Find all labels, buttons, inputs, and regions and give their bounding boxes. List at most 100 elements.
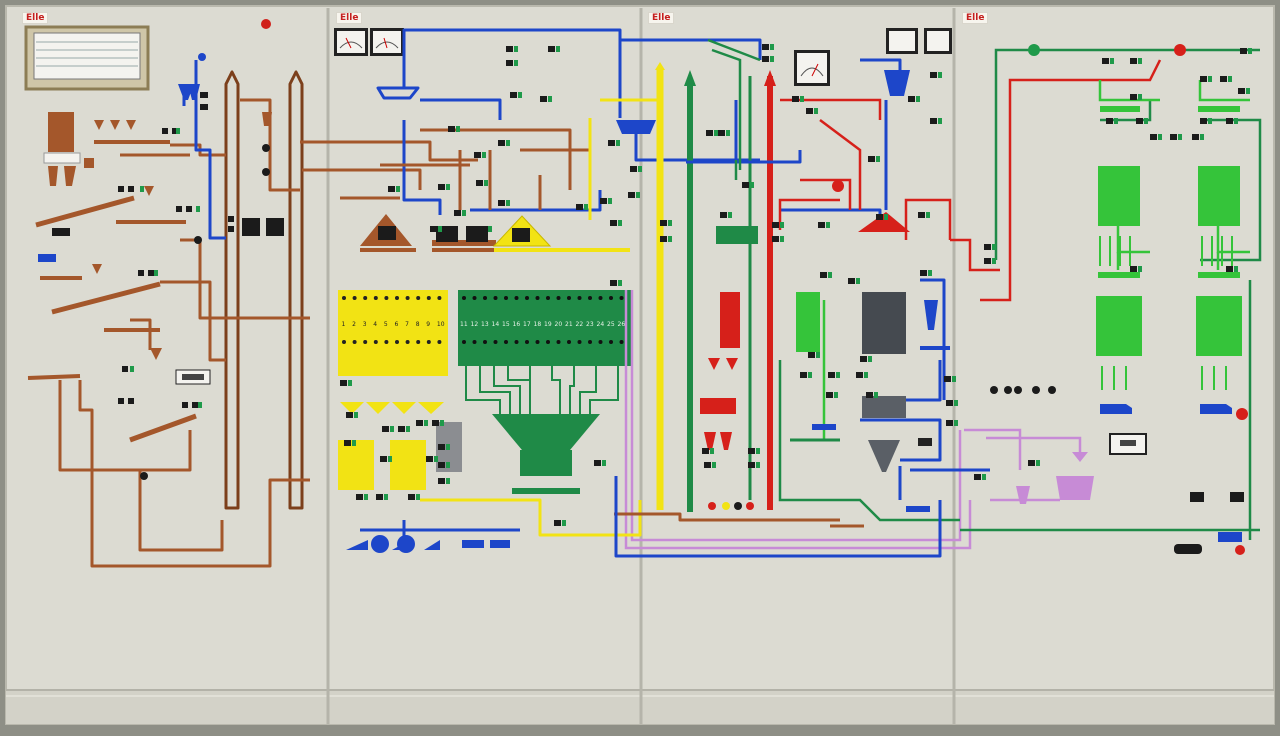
switch-indicator[interactable] <box>430 226 437 232</box>
switch-indicator[interactable] <box>506 46 513 52</box>
switch-indicator[interactable] <box>918 212 925 218</box>
status-led <box>800 96 804 102</box>
switch-indicator[interactable] <box>498 140 505 146</box>
switch-indicator[interactable] <box>608 140 615 146</box>
switch-indicator[interactable] <box>944 376 951 382</box>
switch-indicator[interactable] <box>432 420 439 426</box>
switch-indicator[interactable] <box>820 272 827 278</box>
switch-indicator[interactable] <box>600 198 607 204</box>
switch-indicator[interactable] <box>548 46 555 52</box>
switch-indicator[interactable] <box>1226 118 1233 124</box>
switch-indicator[interactable] <box>920 270 927 276</box>
switch-indicator[interactable] <box>398 426 405 432</box>
switch-indicator[interactable] <box>974 474 981 480</box>
switch-indicator[interactable] <box>828 372 835 378</box>
status-led <box>928 270 932 276</box>
switch-indicator[interactable] <box>438 478 445 484</box>
switch-indicator[interactable] <box>876 214 883 220</box>
switch-indicator[interactable] <box>454 210 461 216</box>
switch-indicator[interactable] <box>718 130 725 136</box>
switch-indicator[interactable] <box>576 204 583 210</box>
switch-indicator[interactable] <box>426 456 433 462</box>
switch-indicator[interactable] <box>946 420 953 426</box>
switch-indicator[interactable] <box>818 222 825 228</box>
switch-indicator[interactable] <box>1170 134 1177 140</box>
yellow-bin-number: 6 <box>395 321 399 328</box>
switch-indicator[interactable] <box>476 180 483 186</box>
switch-indicator[interactable] <box>630 166 637 172</box>
switch-indicator[interactable] <box>984 244 991 250</box>
switch-indicator[interactable] <box>742 182 749 188</box>
switch-indicator[interactable] <box>762 44 769 50</box>
switch-indicator[interactable] <box>438 444 445 450</box>
switch-indicator[interactable] <box>1220 76 1227 82</box>
switch-indicator[interactable] <box>792 96 799 102</box>
switch-indicator[interactable] <box>868 156 875 162</box>
switch-indicator[interactable] <box>946 400 953 406</box>
switch-indicator[interactable] <box>1130 266 1137 272</box>
switch-indicator[interactable] <box>930 72 937 78</box>
switch-indicator[interactable] <box>610 280 617 286</box>
switch-indicator[interactable] <box>660 220 667 226</box>
switch-indicator[interactable] <box>448 126 455 132</box>
switch-indicator[interactable] <box>356 494 363 500</box>
switch-indicator[interactable] <box>772 222 779 228</box>
switch-indicator[interactable] <box>720 212 727 218</box>
switch-indicator[interactable] <box>1150 134 1157 140</box>
switch-indicator[interactable] <box>1240 48 1247 54</box>
switch-indicator[interactable] <box>772 236 779 242</box>
switch-indicator[interactable] <box>610 220 617 226</box>
switch-indicator[interactable] <box>1028 460 1035 466</box>
switch-indicator[interactable] <box>748 448 755 454</box>
switch-indicator[interactable] <box>848 278 855 284</box>
switch-indicator[interactable] <box>908 96 915 102</box>
switch-indicator[interactable] <box>628 192 635 198</box>
switch-indicator[interactable] <box>856 372 863 378</box>
switch-indicator[interactable] <box>1226 266 1233 272</box>
switch-indicator[interactable] <box>1106 118 1113 124</box>
switch-indicator[interactable] <box>382 426 389 432</box>
switch-indicator[interactable] <box>808 352 815 358</box>
switch-indicator[interactable] <box>594 460 601 466</box>
switch-indicator[interactable] <box>1192 134 1199 140</box>
switch-indicator[interactable] <box>748 462 755 468</box>
switch-indicator[interactable] <box>860 356 867 362</box>
switch-indicator[interactable] <box>930 118 937 124</box>
switch-indicator[interactable] <box>1200 118 1207 124</box>
switch-indicator[interactable] <box>498 200 505 206</box>
switch-indicator[interactable] <box>340 380 347 386</box>
switch-indicator[interactable] <box>1200 76 1207 82</box>
switch-indicator[interactable] <box>660 236 667 242</box>
switch-indicator[interactable] <box>346 412 353 418</box>
switch-indicator[interactable] <box>554 520 561 526</box>
switch-indicator[interactable] <box>806 108 813 114</box>
switch-indicator[interactable] <box>416 420 423 426</box>
switch-indicator[interactable] <box>800 372 807 378</box>
switch-indicator[interactable] <box>984 258 991 264</box>
switch-indicator[interactable] <box>1130 58 1137 64</box>
switch-indicator[interactable] <box>506 60 513 66</box>
switch-indicator[interactable] <box>540 96 547 102</box>
switch-indicator[interactable] <box>408 494 415 500</box>
switch-indicator[interactable] <box>1136 118 1143 124</box>
switch-indicator[interactable] <box>388 186 395 192</box>
gauge-group-section2 <box>334 28 404 56</box>
switch-indicator[interactable] <box>480 226 487 232</box>
switch-indicator[interactable] <box>866 392 873 398</box>
switch-indicator[interactable] <box>380 456 387 462</box>
switch-indicator[interactable] <box>438 184 445 190</box>
switch-indicator[interactable] <box>706 130 713 136</box>
switch-indicator[interactable] <box>704 462 711 468</box>
switch-indicator[interactable] <box>438 462 445 468</box>
switch-indicator[interactable] <box>474 152 481 158</box>
switch-indicator[interactable] <box>826 392 833 398</box>
switch-indicator[interactable] <box>702 448 709 454</box>
switch-indicator[interactable] <box>510 92 517 98</box>
switch-indicator[interactable] <box>376 494 383 500</box>
switch-indicator[interactable] <box>1102 58 1109 64</box>
status-led <box>434 456 438 462</box>
switch-indicator[interactable] <box>344 440 351 446</box>
switch-indicator[interactable] <box>762 56 769 62</box>
switch-indicator[interactable] <box>1238 88 1245 94</box>
switch-indicator[interactable] <box>1130 94 1137 100</box>
